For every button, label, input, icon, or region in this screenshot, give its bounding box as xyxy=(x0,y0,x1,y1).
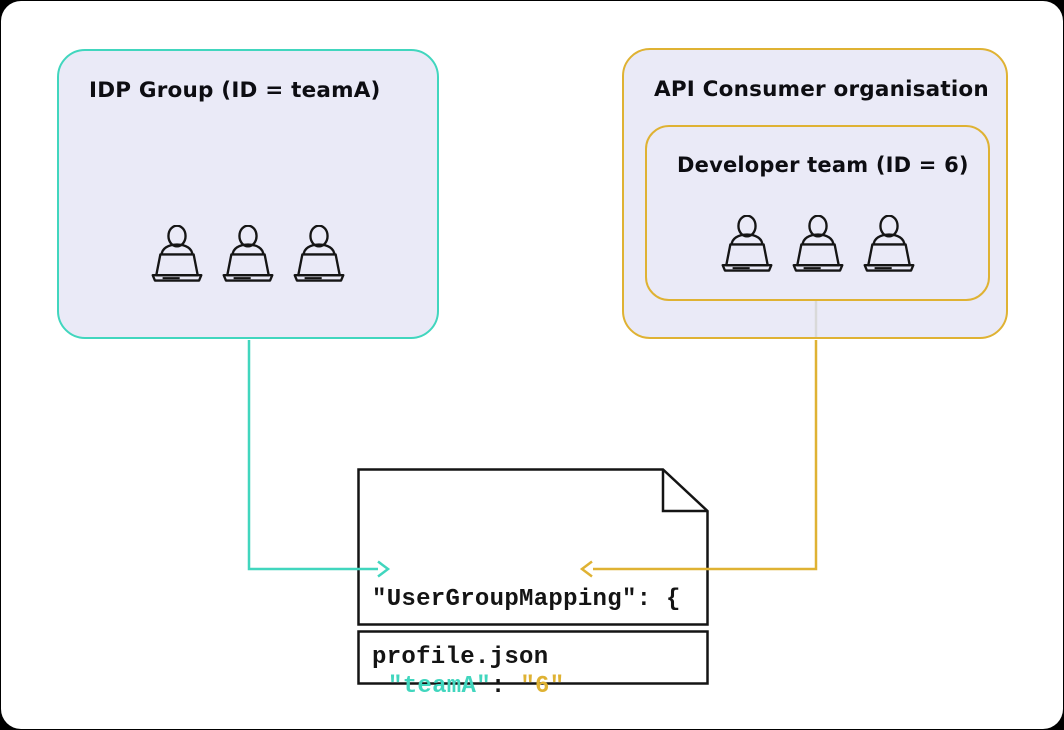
folded-corner xyxy=(661,469,708,513)
api-consumer-org-box: API Consumer organisation Developer team… xyxy=(622,48,1008,339)
person-at-laptop-icon xyxy=(150,225,204,283)
person-at-laptop-icon xyxy=(221,225,275,283)
idp-group-title: IDP Group (ID = teamA) xyxy=(89,78,381,103)
developer-team-box: Developer team (ID = 6) xyxy=(645,125,990,301)
code-key-teamA: "teamA" xyxy=(388,673,491,700)
idp-group-box: IDP Group (ID = teamA) xyxy=(57,49,439,339)
idp-group-members xyxy=(59,225,437,283)
code-value-6: "6" xyxy=(520,673,565,700)
api-consumer-org-title: API Consumer organisation xyxy=(654,77,989,102)
developer-team-title: Developer team (ID = 6) xyxy=(677,153,969,177)
group-to-key-arrow xyxy=(247,340,391,578)
developer-team-members xyxy=(647,215,988,273)
mapping-code-block: "UserGroupMapping": { "teamA": "6" } xyxy=(372,527,681,730)
document-filename: profile.json xyxy=(372,644,549,671)
person-at-laptop-icon xyxy=(292,225,346,283)
person-at-laptop-icon xyxy=(720,215,774,273)
person-at-laptop-icon xyxy=(791,215,845,273)
code-separator: : xyxy=(490,673,521,700)
person-at-laptop-icon xyxy=(862,215,916,273)
code-line-open: "UserGroupMapping": { xyxy=(372,586,681,613)
code-line-mapping: "teamA": "6" xyxy=(372,672,681,701)
